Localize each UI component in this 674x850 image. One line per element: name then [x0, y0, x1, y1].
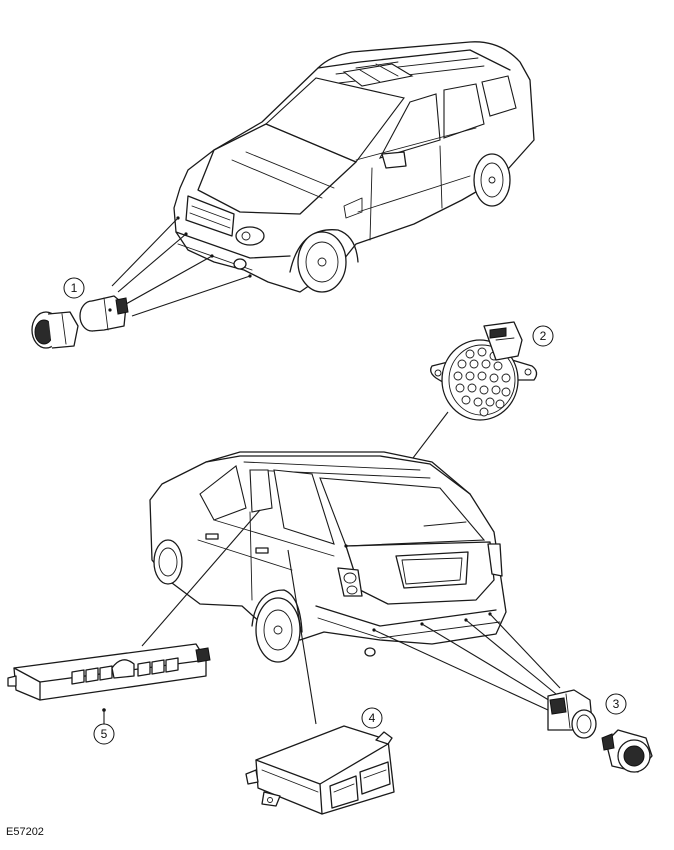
parking-aid-control-module-icon	[245, 725, 395, 815]
callout-2: 2	[532, 325, 554, 347]
parking-aid-sounder-icon	[430, 321, 538, 421]
callout-1: 1	[63, 277, 85, 299]
callout-4: 4	[361, 707, 383, 729]
callout-4-leader	[287, 549, 317, 725]
figure-id: E57202	[6, 826, 44, 838]
callout-5: 5	[93, 723, 115, 745]
switch-pack-icon	[7, 643, 211, 724]
callout-1-leaders	[111, 217, 251, 317]
front-parking-sensor-icon	[31, 295, 129, 349]
rear-parking-sensor-icon	[547, 689, 653, 773]
callout-5-label: 5	[101, 727, 108, 741]
callout-3-leaders	[373, 613, 561, 711]
front-vehicle-illustration	[173, 41, 535, 293]
callout-1-label: 1	[71, 281, 78, 295]
callout-2-label: 2	[540, 329, 547, 343]
callout-3: 3	[605, 693, 627, 715]
callout-3-label: 3	[613, 697, 620, 711]
rear-vehicle-illustration	[149, 451, 507, 663]
callout-5-leader	[141, 509, 261, 647]
callout-4-label: 4	[369, 711, 376, 725]
